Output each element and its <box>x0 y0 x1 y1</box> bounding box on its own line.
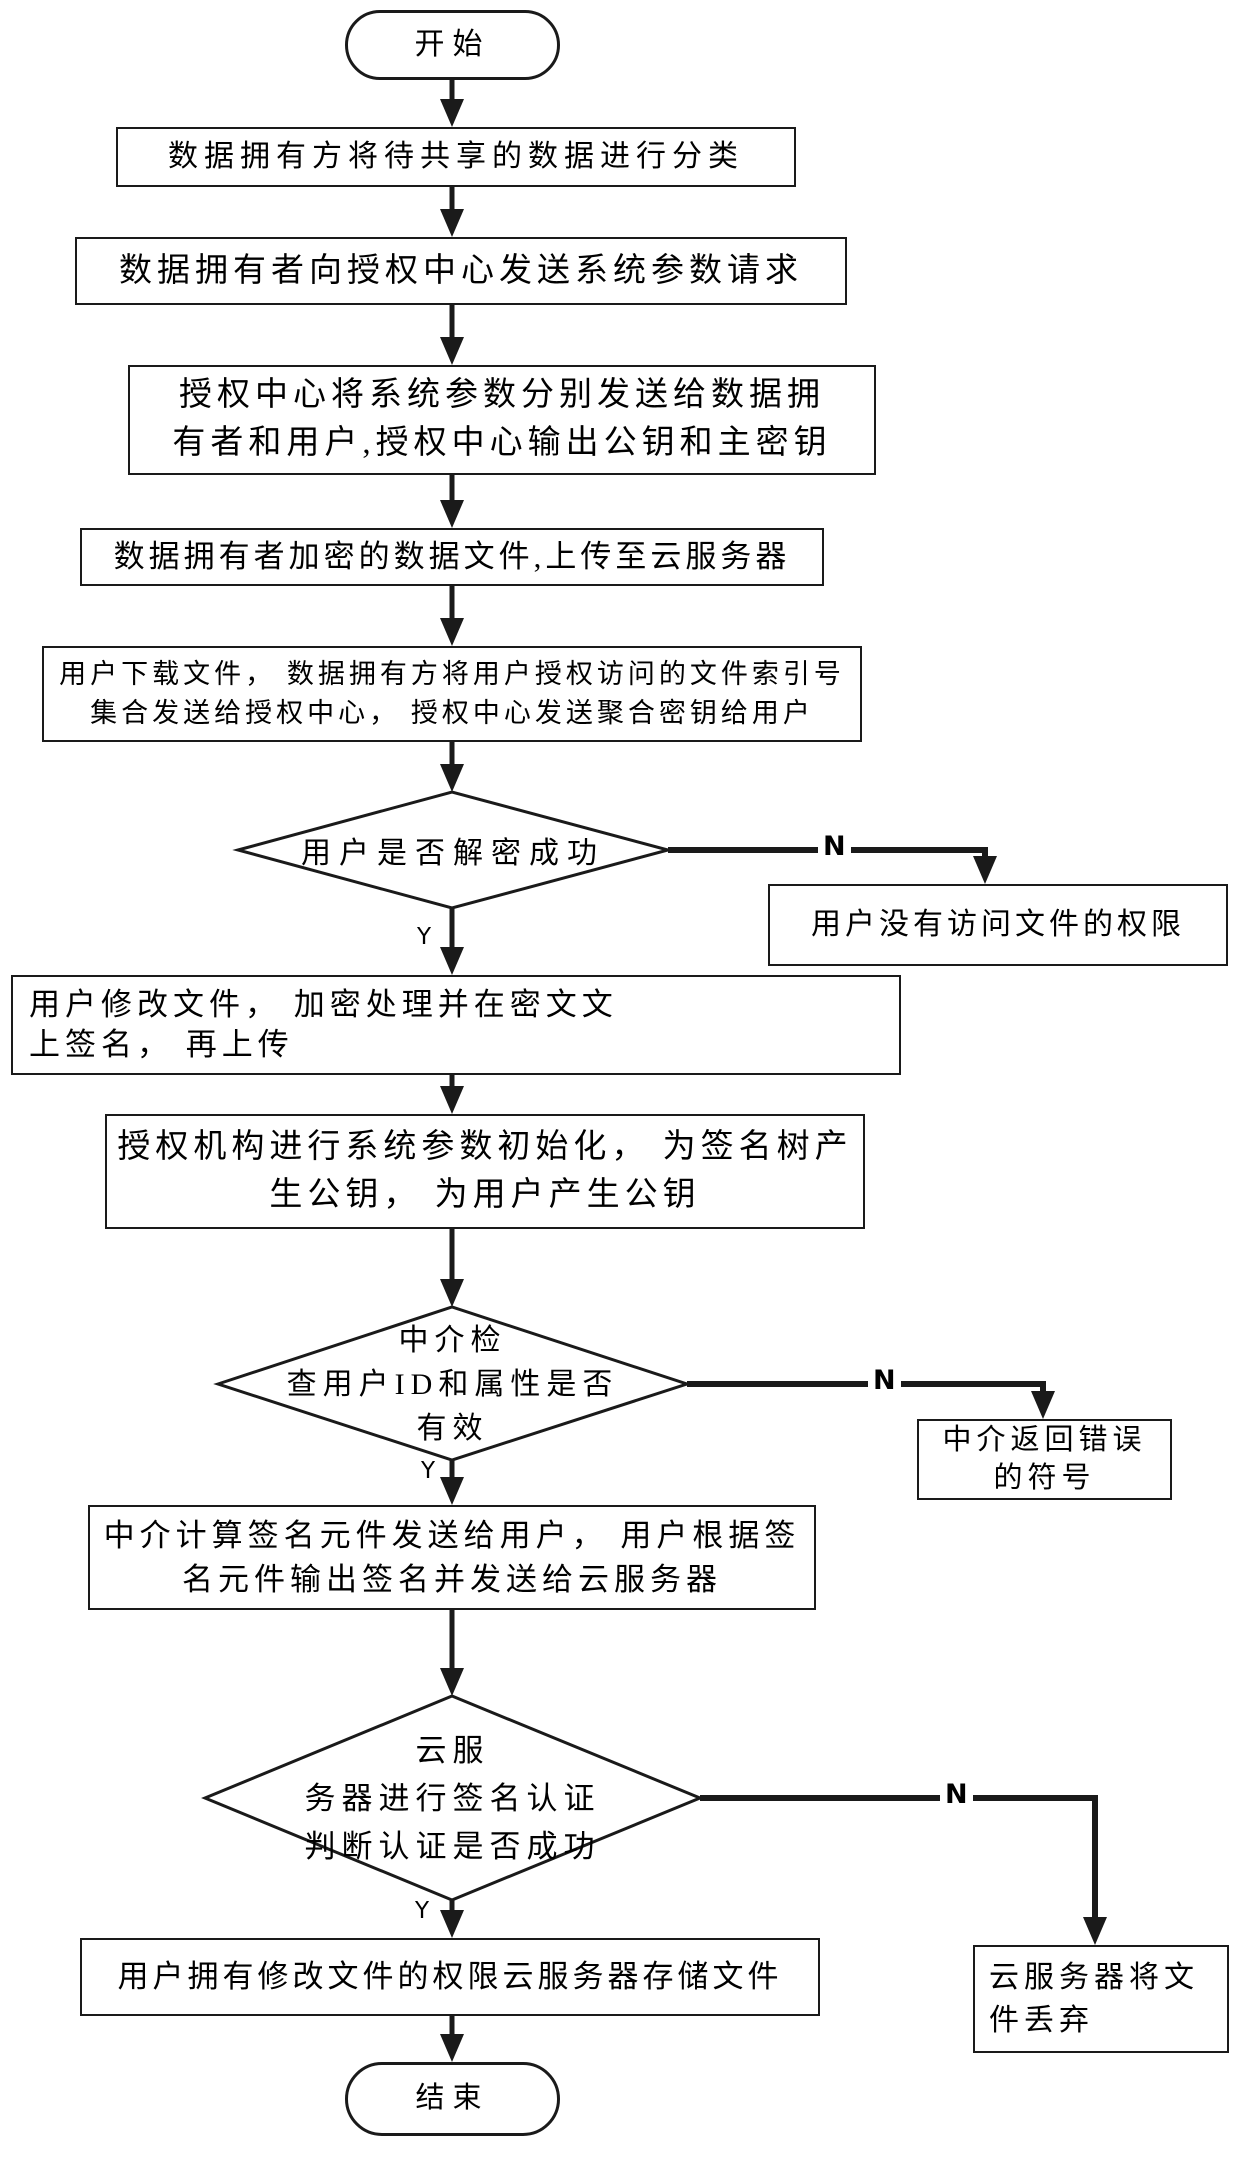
start-label: 开始 <box>414 27 491 61</box>
node-text: 数据拥有者加密的数据文件,上传至云服务器 <box>113 539 791 575</box>
branch-verify-no-line <box>700 1795 1098 1920</box>
edge-label-verify-no: N <box>940 1779 973 1810</box>
node-text: 集合发送给授权中心， 授权中心发送聚合密钥给用户 <box>90 698 814 728</box>
node-text: 用户没有访问文件的权限 <box>811 907 1185 941</box>
decision-verify-diamond <box>201 1694 704 1902</box>
arrowhead <box>973 856 997 884</box>
decision-id-check: 中介检 查用户ID和属性是否 有效 <box>240 1310 665 1460</box>
edge-label-decrypt-no: N <box>818 831 851 862</box>
node-distribute-params: 授权中心将系统参数分别发送给数据拥 有者和用户,授权中心输出公钥和主密钥 <box>128 365 876 475</box>
node-text: 查用户ID和属性是否 <box>286 1367 619 1401</box>
arrowhead <box>440 1279 464 1307</box>
node-text: 有者和用户,授权中心输出公钥和主密钥 <box>172 425 832 461</box>
decision-decrypt-diamond <box>232 790 674 910</box>
arrowhead <box>440 209 464 237</box>
arrowhead <box>440 99 464 127</box>
node-upload-encrypted: 数据拥有者加密的数据文件,上传至云服务器 <box>80 528 824 586</box>
node-text: 中介返回错误 <box>942 1423 1147 1456</box>
node-text: 用户下载文件， 数据拥有方将用户授权访问的文件索引号 <box>59 658 845 689</box>
arrowhead <box>440 500 464 528</box>
arrowhead <box>440 947 464 975</box>
node-text: 判断认证是否成功 <box>304 1829 601 1865</box>
node-text: 中介检 <box>398 1323 507 1357</box>
decision-id-check-diamond <box>213 1305 692 1462</box>
node-text: 有效 <box>416 1412 489 1446</box>
edge-label-id-check-no: N <box>868 1365 901 1396</box>
node-classify: 数据拥有方将待共享的数据进行分类 <box>116 127 796 187</box>
arrowhead <box>440 618 464 646</box>
arrowhead <box>440 1477 464 1505</box>
node-text: 数据拥有方将待共享的数据进行分类 <box>168 139 744 173</box>
node-text: 用户是否解密成功 <box>301 837 605 870</box>
node-text: 中介计算签名元件发送给用户， 用户根据签 <box>103 1518 801 1554</box>
arrowhead <box>440 1910 464 1938</box>
arrowhead <box>440 337 464 365</box>
node-text: 云服务器将文 <box>989 1960 1199 1994</box>
node-text: 云服 <box>415 1732 490 1768</box>
node-request-params: 数据拥有者向授权中心发送系统参数请求 <box>75 237 847 305</box>
arrowhead <box>440 2034 464 2062</box>
node-text: 授权中心将系统参数分别发送给数据拥 <box>179 377 825 414</box>
node-download-and-keys: 用户下载文件， 数据拥有方将用户授权访问的文件索引号 集合发送给授权中心， 授权… <box>42 646 862 742</box>
node-store-file: 用户拥有修改文件的权限云服务器存储文件 <box>80 1938 820 2016</box>
node-text: 用户修改文件， 加密处理并在密文文 <box>29 986 618 1022</box>
arrowhead <box>440 1668 464 1696</box>
node-end: 结束 <box>345 2062 560 2136</box>
arrowhead <box>1031 1391 1055 1419</box>
node-discard-file: 云服务器将文 件丢弃 <box>973 1945 1229 2053</box>
arrowhead <box>1083 1917 1107 1945</box>
node-text: 件丢弃 <box>989 2004 1094 2037</box>
node-text: 上签名， 再上传 <box>29 1027 294 1062</box>
node-no-permission: 用户没有访问文件的权限 <box>768 884 1228 966</box>
node-authority-init: 授权机构进行系统参数初始化， 为签名树产 生公钥， 为用户产生公钥 <box>105 1114 865 1229</box>
arrowhead <box>440 1086 464 1114</box>
branch-id-check-no-line <box>687 1381 1046 1394</box>
decision-verify-check: 云服 务器进行签名认证 判断认证是否成功 <box>230 1704 675 1894</box>
decision-decrypt-check: 用户是否解密成功 <box>260 792 646 908</box>
edge-label-verify-yes: Y <box>414 1898 430 1924</box>
arrowhead <box>440 764 464 792</box>
node-text: 用户拥有修改文件的权限云服务器存储文件 <box>117 1959 783 1995</box>
node-text: 名元件输出签名并发送给云服务器 <box>182 1561 722 1597</box>
node-text: 务器进行签名认证 <box>304 1780 601 1816</box>
node-text: 生公钥， 为用户产生公钥 <box>269 1176 701 1213</box>
node-start: 开始 <box>345 10 560 80</box>
end-label: 结束 <box>415 2082 490 2115</box>
node-text: 的符号 <box>993 1461 1096 1494</box>
node-return-error: 中介返回错误 的符号 <box>917 1419 1172 1500</box>
edge-label-decrypt-yes: Y <box>416 924 432 950</box>
node-text: 授权机构进行系统参数初始化， 为签名树产 <box>117 1128 853 1165</box>
edge-label-id-check-yes: Y <box>420 1458 436 1484</box>
node-compute-signature: 中介计算签名元件发送给用户， 用户根据签 名元件输出签名并发送给云服务器 <box>88 1505 816 1610</box>
node-text: 数据拥有者向授权中心发送系统参数请求 <box>119 252 803 289</box>
node-modify-sign-upload: 用户修改文件， 加密处理并在密文文 上签名， 再上传 <box>11 975 901 1075</box>
